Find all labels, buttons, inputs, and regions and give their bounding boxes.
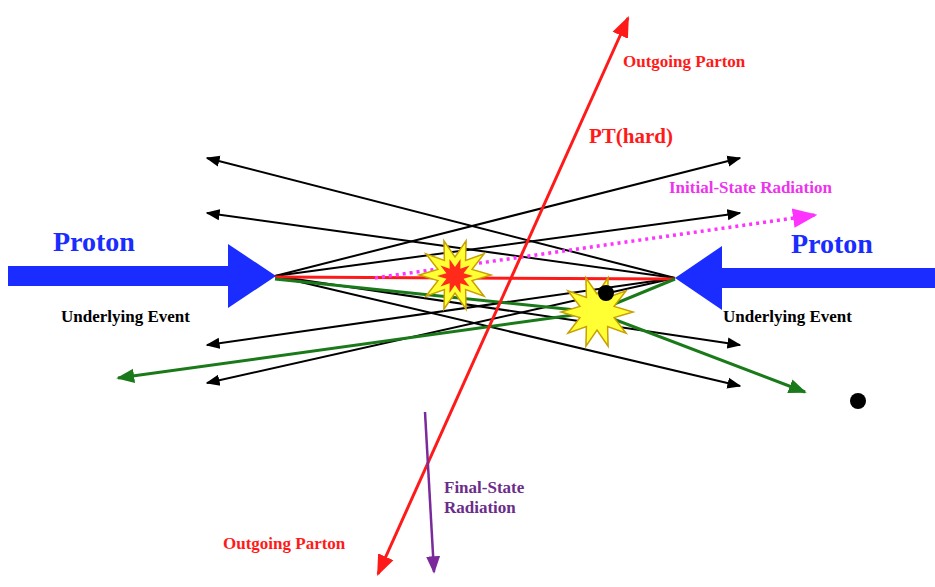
annotation-label: Underlying Event [60, 307, 191, 327]
track-line [275, 213, 740, 276]
collision-core [437, 259, 473, 293]
collision-burst [561, 278, 633, 346]
annotation-label: Underlying Event [722, 307, 853, 327]
dot [598, 285, 614, 301]
collision-burst [419, 241, 491, 309]
track-line [275, 279, 805, 392]
outgoing-parton-line [378, 18, 628, 574]
annotation-label: Outgoing Parton [222, 534, 346, 554]
annotation-label: Initial-State Radiation [668, 178, 833, 198]
track-line [275, 276, 740, 386]
annotation-label: PT(hard) [588, 124, 674, 148]
annotation-label: Proton [52, 226, 136, 258]
beam-head [228, 244, 276, 308]
beam-shaft [714, 268, 935, 288]
annotation-label: Final-State Radiation [443, 478, 557, 517]
annotation-label: Outgoing Parton [622, 52, 746, 72]
beam-head [675, 246, 722, 310]
underlying-event-tracks [207, 158, 740, 386]
dot [850, 393, 866, 409]
final-state-radiation-line [425, 412, 434, 572]
beam-shaft [8, 266, 236, 286]
annotation-label: Proton [790, 228, 874, 260]
track-line [207, 278, 675, 383]
